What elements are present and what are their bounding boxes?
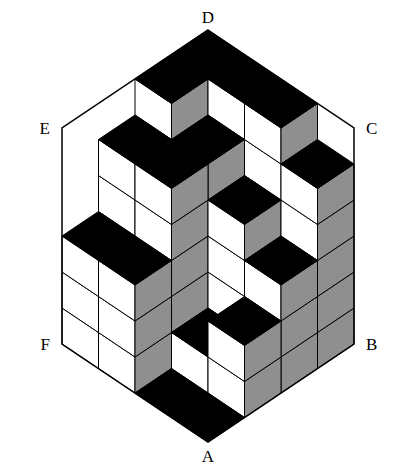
cube-top-face [281, 140, 354, 189]
cube-top-face [208, 176, 281, 225]
floor-face [172, 393, 245, 442]
vertex-label: E [40, 120, 50, 137]
vertex-label: B [366, 336, 377, 353]
cube-top-face [245, 79, 318, 128]
cube-top-face [99, 236, 172, 285]
cube-top-face [135, 140, 208, 189]
hexagon-outline [62, 30, 354, 442]
vertex-label: A [202, 448, 214, 465]
cube-top-face [208, 297, 281, 346]
vertex-label: D [202, 9, 214, 26]
vertex-label: F [41, 336, 50, 353]
cube-top-face [245, 236, 318, 285]
vertex-label: C [366, 120, 377, 137]
cube-top-face [135, 55, 208, 104]
